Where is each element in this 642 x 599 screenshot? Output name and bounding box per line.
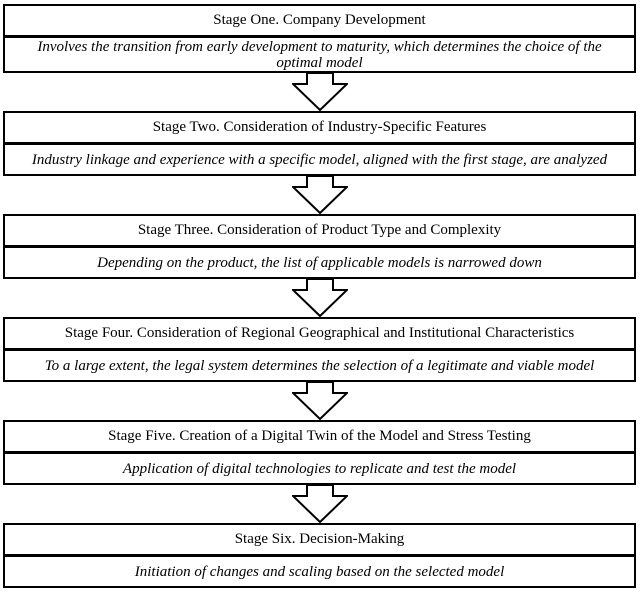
stage-one-title: Stage One. Company Development bbox=[213, 12, 426, 28]
stage-four-description: To a large extent, the legal system dete… bbox=[44, 357, 595, 374]
stage-four-description-box: To a large extent, the legal system dete… bbox=[3, 349, 636, 382]
stage-one-description-box: Involves the transition from early devel… bbox=[3, 36, 636, 73]
stage-one-title-box: Stage One. Company Development bbox=[3, 4, 636, 37]
down-arrow-icon bbox=[291, 382, 348, 420]
stage-five: Stage Five. Creation of a Digital Twin o… bbox=[3, 420, 636, 485]
stage-six: Stage Six. Decision-Making Initiation of… bbox=[3, 523, 636, 588]
stage-two: Stage Two. Consideration of Industry-Spe… bbox=[3, 111, 636, 176]
stage-three: Stage Three. Consideration of Product Ty… bbox=[3, 214, 636, 279]
stage-five-title-box: Stage Five. Creation of a Digital Twin o… bbox=[3, 420, 636, 453]
stage-two-title: Stage Two. Consideration of Industry-Spe… bbox=[152, 119, 487, 135]
stage-six-description: Initiation of changes and scaling based … bbox=[134, 563, 505, 580]
stage-six-title-box: Stage Six. Decision-Making bbox=[3, 523, 636, 556]
stage-four-title: Stage Four. Consideration of Regional Ge… bbox=[64, 325, 575, 341]
connector-5 bbox=[3, 485, 636, 523]
stage-four-title-box: Stage Four. Consideration of Regional Ge… bbox=[3, 317, 636, 350]
connector-1 bbox=[3, 73, 636, 111]
stage-one: Stage One. Company Development Involves … bbox=[3, 4, 636, 73]
stage-one-description: Involves the transition from early devel… bbox=[37, 38, 602, 71]
connector-3 bbox=[3, 279, 636, 317]
stage-two-description: Industry linkage and experience with a s… bbox=[31, 151, 608, 168]
stage-three-description-box: Depending on the product, the list of ap… bbox=[3, 246, 636, 279]
stage-two-description-box: Industry linkage and experience with a s… bbox=[3, 143, 636, 176]
stage-two-title-box: Stage Two. Consideration of Industry-Spe… bbox=[3, 111, 636, 144]
stage-three-title-box: Stage Three. Consideration of Product Ty… bbox=[3, 214, 636, 247]
stage-three-title: Stage Three. Consideration of Product Ty… bbox=[137, 222, 502, 238]
down-arrow-icon bbox=[291, 176, 348, 214]
stage-six-title: Stage Six. Decision-Making bbox=[234, 531, 405, 547]
down-arrow-icon bbox=[291, 485, 348, 523]
stage-five-title: Stage Five. Creation of a Digital Twin o… bbox=[108, 428, 531, 444]
stage-five-description-box: Application of digital technologies to r… bbox=[3, 452, 636, 485]
down-arrow-icon bbox=[291, 279, 348, 317]
stage-four: Stage Four. Consideration of Regional Ge… bbox=[3, 317, 636, 382]
connector-4 bbox=[3, 382, 636, 420]
stage-three-description: Depending on the product, the list of ap… bbox=[97, 254, 542, 271]
stage-five-description: Application of digital technologies to r… bbox=[122, 460, 517, 477]
stage-six-description-box: Initiation of changes and scaling based … bbox=[3, 555, 636, 588]
connector-2 bbox=[3, 176, 636, 214]
down-arrow-icon bbox=[291, 73, 348, 111]
